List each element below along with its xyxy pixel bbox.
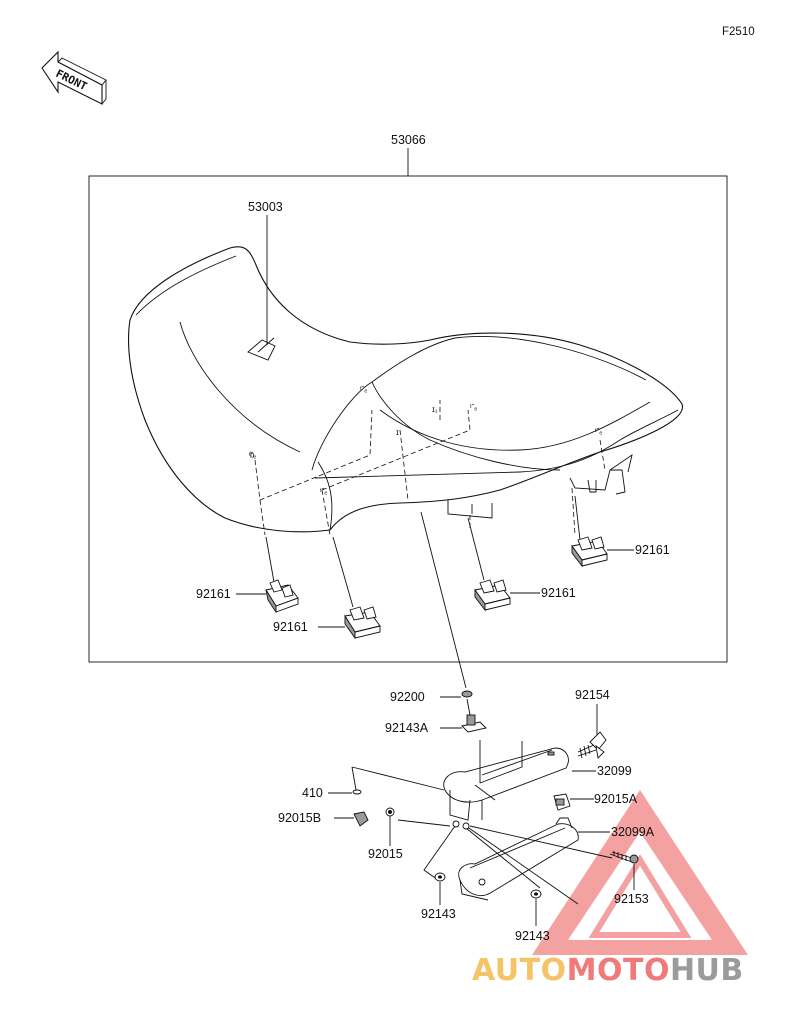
svg-text:ᵗ˘ₑ: ᵗ˘ₑ bbox=[249, 451, 256, 460]
front-arrow-icon: FRONT bbox=[41, 50, 107, 105]
nut-a-part: 92015A bbox=[553, 792, 638, 811]
part-label-wing-bolt: 92154 bbox=[575, 688, 610, 702]
bracket-a-part: 32099A bbox=[458, 817, 655, 901]
nut-b-part: 92015B bbox=[278, 811, 369, 827]
dashed-guide-lines: ᵇ bbox=[250, 400, 606, 536]
part-label-bolt: 92153 bbox=[614, 892, 649, 906]
svg-text:AUTOMOTOHUB: AUTOMOTOHUB bbox=[472, 953, 744, 988]
part-label-damper-3: 92161 bbox=[541, 586, 576, 600]
watermark-part-1: AUTO bbox=[472, 953, 567, 988]
part-label-nut-a: 92015A bbox=[594, 792, 638, 806]
washer-part: 92200 bbox=[390, 690, 473, 704]
bolt-part: 92153 bbox=[609, 851, 649, 906]
svg-text:ᵗ˘ₑ: ᵗ˘ₑ bbox=[470, 403, 477, 412]
part-label-nut: 92015 bbox=[368, 847, 403, 861]
nut-part: 92015 bbox=[368, 807, 403, 861]
damper-part-3: 92161 bbox=[467, 517, 576, 612]
part-label-damper-1: 92161 bbox=[196, 587, 231, 601]
part-label-damper-2: 92161 bbox=[273, 620, 308, 634]
mounting-markers: ᵗ˘ₑ ᵗ˘ₑ ɪ₁ ᵗ˘ₑ ɪ ᵗ˘ₑ ᵗ˘ₑ bbox=[249, 385, 602, 496]
damper-part-4: 92161 bbox=[571, 495, 670, 568]
collar-part-a: 92143A bbox=[385, 698, 487, 735]
part-label-collar-a: 92143A bbox=[385, 721, 429, 735]
svg-text:ɪ: ɪ bbox=[396, 428, 399, 437]
svg-text:ᵗ˘ₑ: ᵗ˘ₑ bbox=[360, 385, 367, 394]
collar-part-2: 92143 bbox=[515, 889, 550, 943]
part-label-damper-4: 92161 bbox=[635, 543, 670, 557]
watermark-text: AUTOMOTOHUB bbox=[472, 953, 744, 988]
svg-text:ɪ₁: ɪ₁ bbox=[432, 405, 438, 414]
part-label-clip-410: 410 bbox=[302, 786, 323, 800]
watermark-logo-triangle bbox=[532, 790, 748, 955]
front-label: FRONT bbox=[54, 67, 90, 93]
svg-text:ᵇ: ᵇ bbox=[250, 451, 255, 463]
part-label-bracket-a: 32099A bbox=[611, 825, 655, 839]
leader-line bbox=[420, 511, 467, 689]
seat-assembly-box bbox=[88, 175, 728, 663]
part-label-collar-1: 92143 bbox=[421, 907, 456, 921]
assembly-lines bbox=[397, 819, 613, 905]
bracket-part: 32099 bbox=[443, 740, 632, 821]
damper-part-2: 92161 bbox=[273, 536, 381, 640]
diagram-code: F2510 bbox=[722, 26, 755, 38]
damper-part-1: 92161 bbox=[196, 536, 299, 614]
collar-part-1: 92143 bbox=[421, 872, 456, 921]
watermark-part-2: MOTO bbox=[567, 953, 670, 988]
part-label-seat-cover: 53003 bbox=[248, 200, 283, 214]
svg-text:ᵗ˘ₑ: ᵗ˘ₑ bbox=[320, 487, 327, 496]
seat-illustration bbox=[128, 246, 683, 533]
part-label-bracket: 32099 bbox=[597, 764, 632, 778]
part-label-washer: 92200 bbox=[390, 690, 425, 704]
part-label-seat-assy: 53066 bbox=[391, 133, 426, 147]
svg-text:ᵗ˘ₑ: ᵗ˘ₑ bbox=[595, 427, 602, 436]
wing-bolt-part: 92154 bbox=[575, 688, 610, 759]
watermark-part-3: HUB bbox=[670, 953, 744, 988]
clip-410-part: 410 bbox=[302, 766, 445, 800]
part-label-nut-b: 92015B bbox=[278, 811, 321, 825]
part-label-collar-2: 92143 bbox=[515, 929, 550, 943]
